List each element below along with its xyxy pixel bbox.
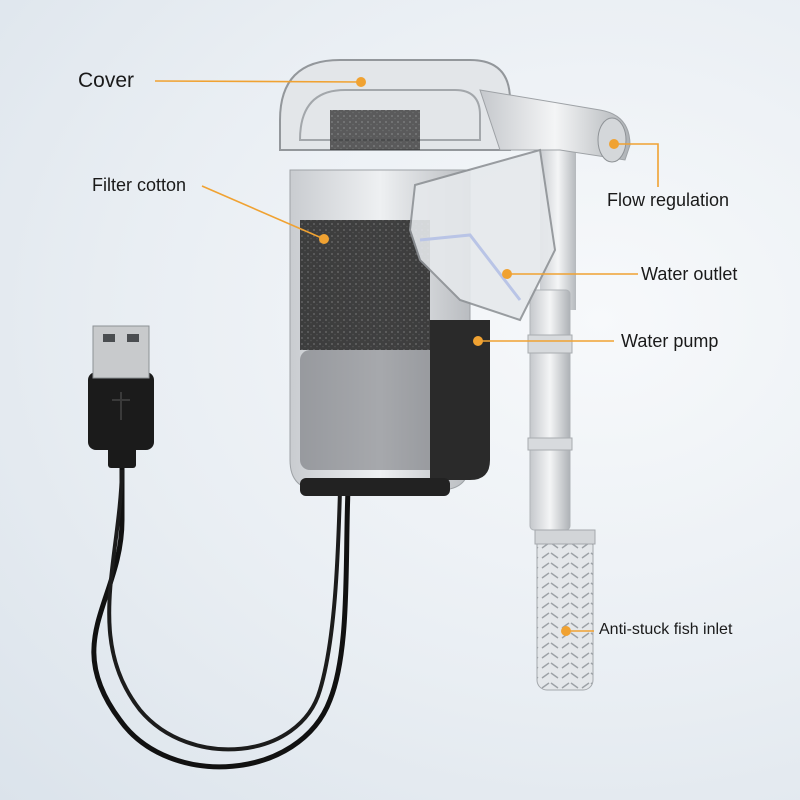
filter-body bbox=[279, 59, 631, 496]
water-outlet-marker bbox=[502, 269, 512, 279]
flow-regulation-marker bbox=[609, 139, 619, 149]
filter-cotton-marker bbox=[319, 234, 329, 244]
label-inlet: Anti-stuck fish inlet bbox=[599, 621, 733, 638]
label-water-pump: Water pump bbox=[621, 331, 719, 351]
leader-lines bbox=[154, 80, 659, 632]
water-pump-marker bbox=[473, 336, 483, 346]
usb-cable bbox=[88, 325, 351, 770]
label-cover: Cover bbox=[78, 69, 135, 92]
cover-marker bbox=[356, 77, 366, 87]
label-water-outlet: Water outlet bbox=[641, 264, 738, 284]
label-filter-cotton: Filter cotton bbox=[92, 175, 187, 195]
label-flow-regulation: Flow regulation bbox=[607, 190, 730, 210]
inlet-marker bbox=[561, 626, 571, 636]
